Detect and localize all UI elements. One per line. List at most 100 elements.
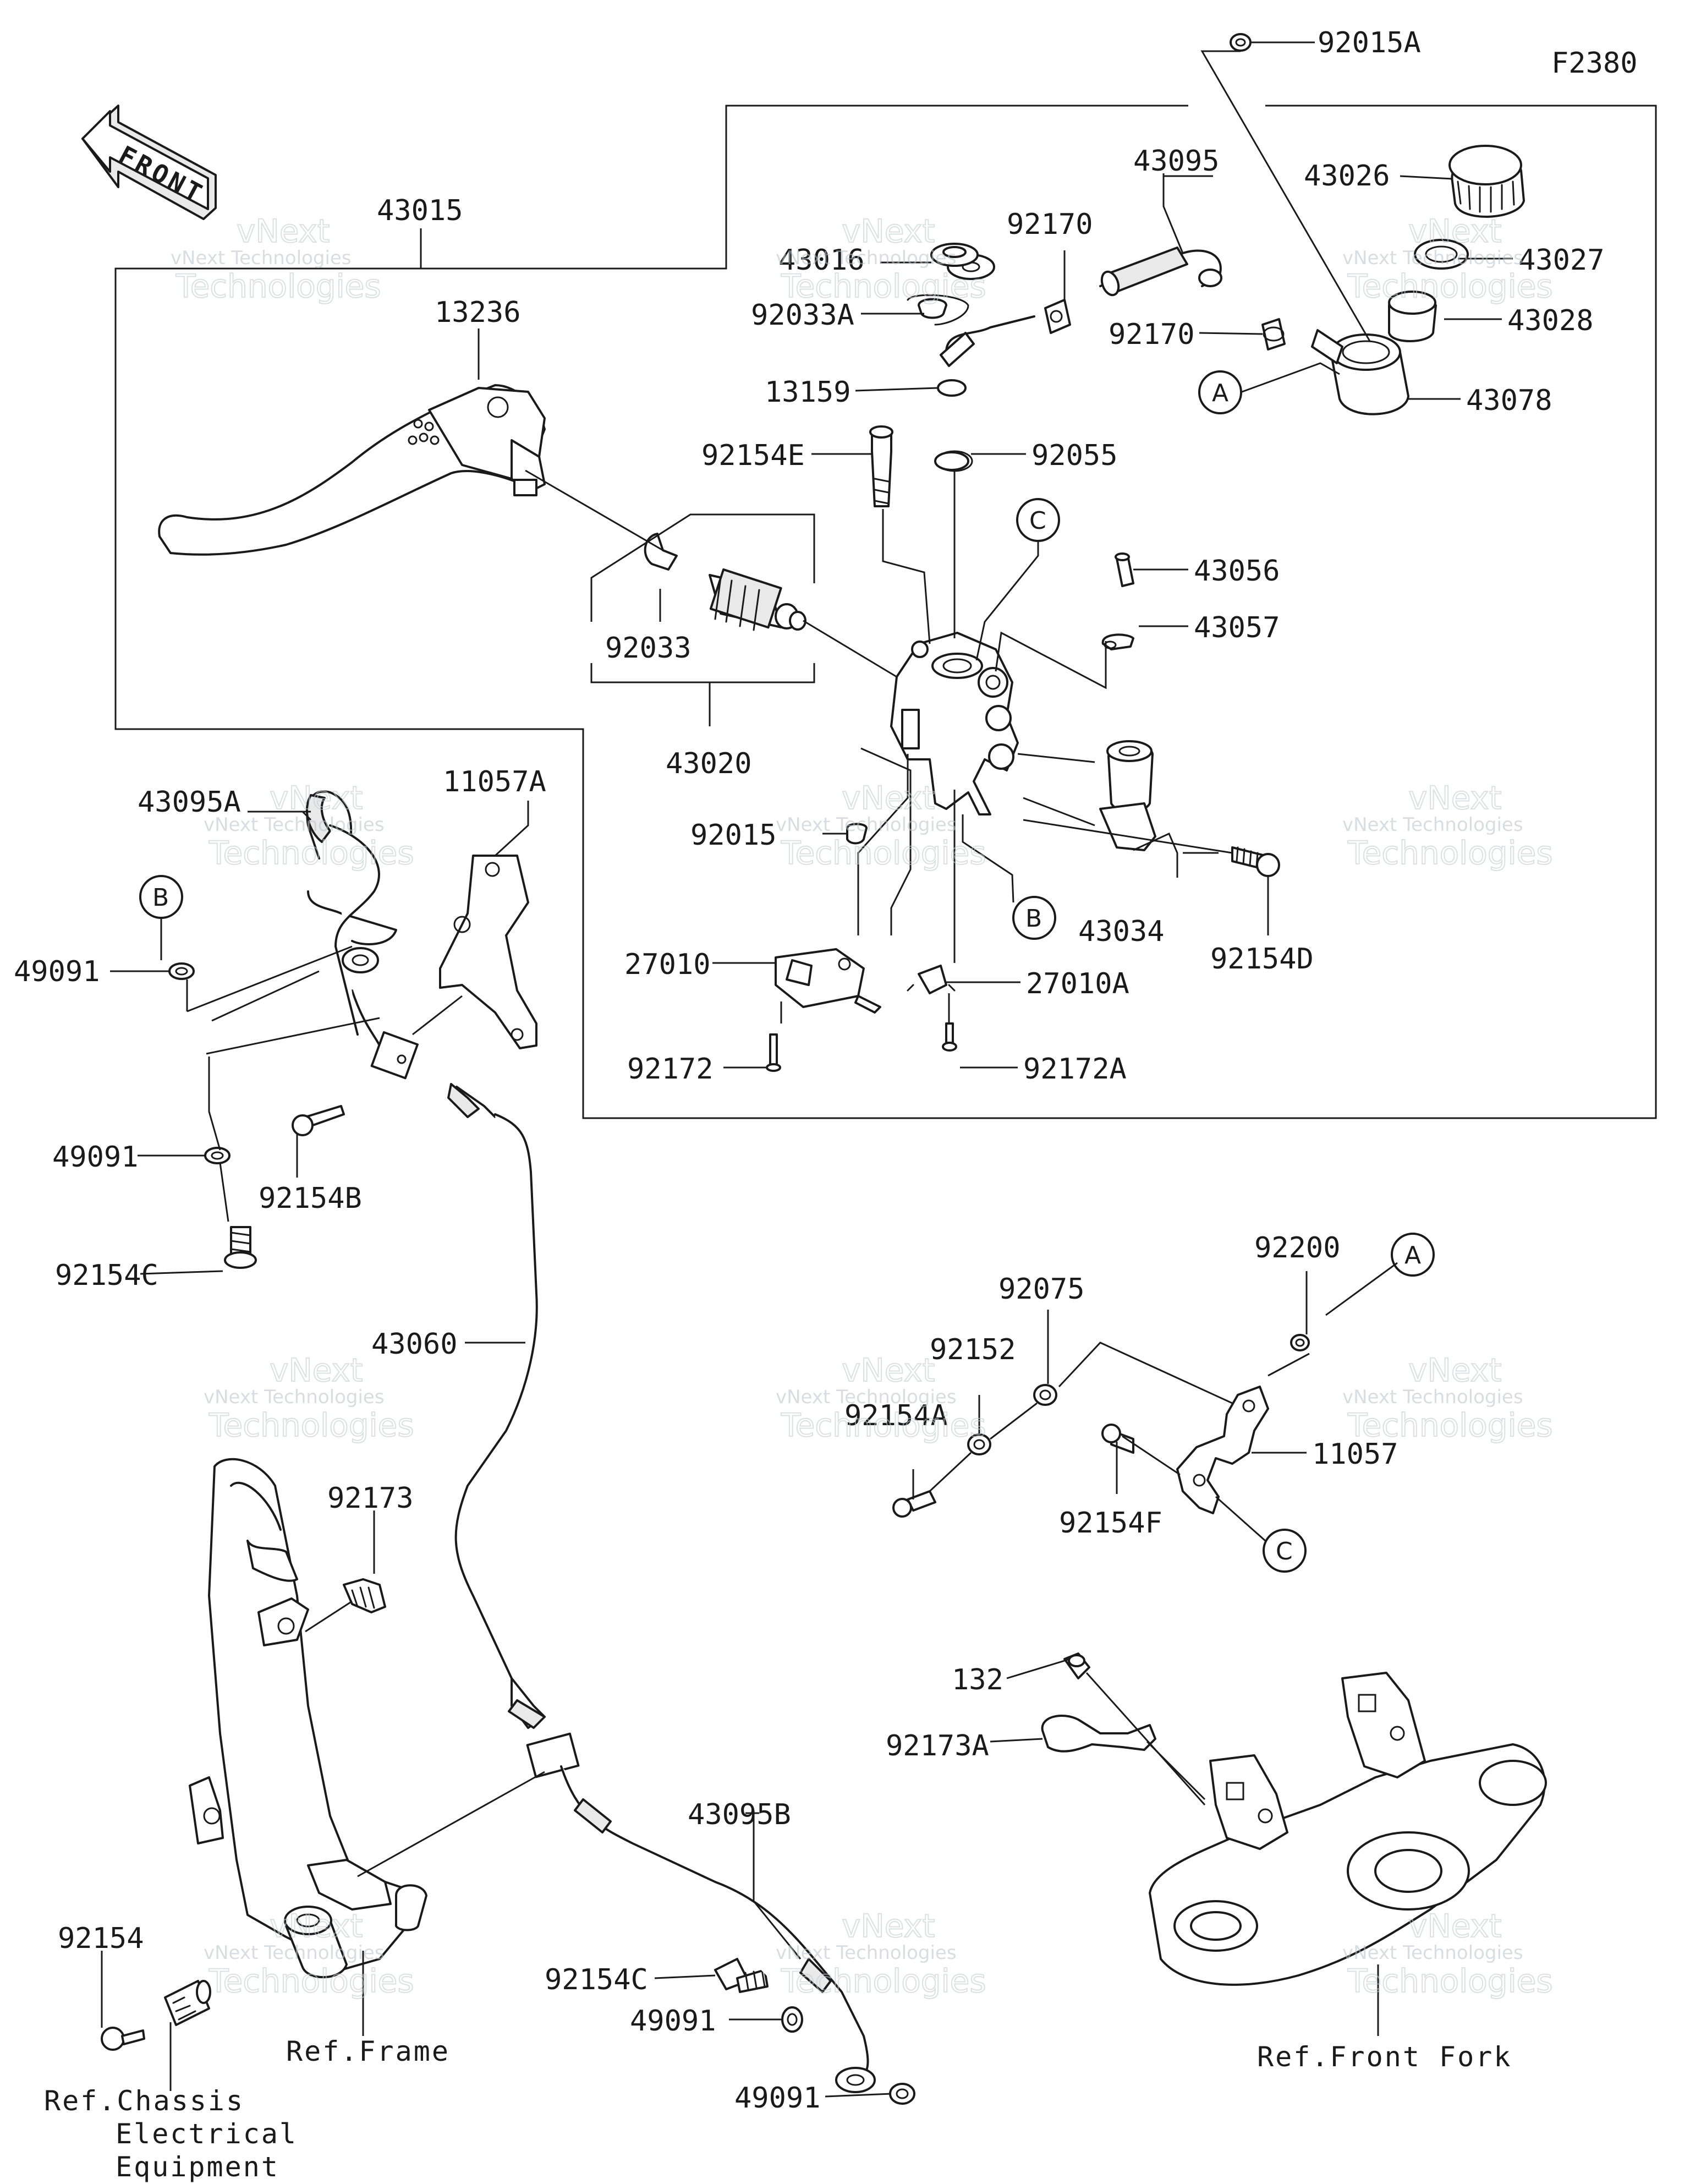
part-labels: 92015A 43015 43095 43026 43016 92170 430… xyxy=(14,26,1605,2115)
label-92172: 92172 xyxy=(627,1053,714,1086)
hose-clamps xyxy=(1044,299,1286,351)
svg-text:vNext: vNext xyxy=(237,212,330,250)
washers-49091 xyxy=(168,962,915,2105)
svg-text:Technologies: Technologies xyxy=(1347,267,1553,305)
callout-a-top: A xyxy=(1198,370,1242,414)
svg-text:vNext: vNext xyxy=(842,1351,935,1389)
svg-text:A: A xyxy=(1212,379,1228,407)
ref-electrical: Electrical xyxy=(116,2118,298,2150)
master-cylinder-bolts xyxy=(869,425,1134,650)
bracket-11057A xyxy=(439,855,537,1049)
label-92154C: 92154C xyxy=(55,1259,158,1292)
callout-a-right: A xyxy=(1391,1233,1435,1277)
electrical-connector xyxy=(101,1980,211,2051)
front-fork-triple-clamp xyxy=(1149,1672,1547,1986)
callout-c-top: C xyxy=(1016,498,1060,542)
svg-text:vNext Technologies: vNext Technologies xyxy=(1342,247,1523,269)
callout-b-left: B xyxy=(139,875,183,919)
ref-front-fork: Ref.Front Fork xyxy=(1257,2041,1512,2073)
ref-chassis: Ref.Chassis xyxy=(44,2085,244,2117)
label-43095: 43095 xyxy=(1133,145,1220,178)
upper-hose-43095A xyxy=(306,790,419,1080)
ref-equipment: Equipment xyxy=(116,2151,279,2183)
label-92154D: 92154D xyxy=(1210,943,1314,976)
label-43095A: 43095A xyxy=(138,786,241,819)
label-92015: 92015 xyxy=(690,819,777,852)
svg-text:vNext: vNext xyxy=(842,1907,935,1945)
label-92154C-bottom: 92154C xyxy=(545,1963,648,1996)
piston-assembly xyxy=(644,533,806,631)
watermarks: vNext vNext Technologies Technologies vN… xyxy=(171,212,1554,2000)
svg-text:Technologies: Technologies xyxy=(781,267,986,305)
svg-text:B: B xyxy=(1025,905,1042,933)
svg-text:Technologies: Technologies xyxy=(1347,1406,1553,1444)
label-27010: 27010 xyxy=(624,948,711,981)
svg-text:C: C xyxy=(1029,507,1046,535)
bracket-11057 xyxy=(892,1334,1310,1518)
label-49091-b: 49091 xyxy=(52,1141,139,1174)
label-92015A: 92015A xyxy=(1318,26,1421,59)
svg-text:C: C xyxy=(1276,1537,1293,1566)
label-43028: 43028 xyxy=(1507,304,1594,337)
label-92154F: 92154F xyxy=(1059,1507,1162,1540)
svg-text:B: B xyxy=(152,884,169,912)
label-11057A: 11057A xyxy=(443,765,546,798)
label-49091-c: 49091 xyxy=(630,2005,716,2038)
svg-text:Technologies: Technologies xyxy=(1347,834,1553,872)
svg-text:A: A xyxy=(1404,1241,1421,1269)
label-92154A: 92154A xyxy=(844,1399,948,1432)
svg-text:vNext Technologies: vNext Technologies xyxy=(1342,814,1523,836)
handlebar-clamp xyxy=(1099,740,1280,877)
label-92154B: 92154B xyxy=(259,1182,362,1215)
label-43016: 43016 xyxy=(778,244,865,277)
label-43095B: 43095B xyxy=(688,1798,791,1831)
main-hose-43060 xyxy=(447,1083,876,2093)
svg-text:vNext Technologies: vNext Technologies xyxy=(1342,1942,1523,1964)
svg-text:Technologies: Technologies xyxy=(781,834,986,872)
svg-text:vNext: vNext xyxy=(1408,1351,1501,1389)
label-92170-top: 92170 xyxy=(1007,208,1093,241)
svg-text:vNext: vNext xyxy=(270,779,363,817)
label-43060: 43060 xyxy=(371,1328,458,1361)
label-92055: 92055 xyxy=(1031,439,1118,472)
reservoir-hose xyxy=(918,247,1222,472)
svg-text:vNext: vNext xyxy=(1408,1907,1501,1945)
group-frame-master-cylinder xyxy=(114,105,1657,1119)
svg-text:Technologies: Technologies xyxy=(208,1406,414,1444)
clutch-lever xyxy=(158,384,546,556)
svg-text:Technologies: Technologies xyxy=(175,267,381,305)
svg-text:vNext Technologies: vNext Technologies xyxy=(776,247,957,269)
label-43015: 43015 xyxy=(377,194,463,227)
callout-b-mid: B xyxy=(1012,896,1056,940)
label-92154: 92154 xyxy=(58,1922,144,1955)
svg-text:Technologies: Technologies xyxy=(781,1962,986,2000)
label-43034: 43034 xyxy=(1078,915,1165,948)
svg-text:vNext Technologies: vNext Technologies xyxy=(204,814,385,836)
label-92200: 92200 xyxy=(1254,1231,1341,1265)
label-27010A: 27010A xyxy=(1026,967,1129,1000)
label-92033A: 92033A xyxy=(751,299,854,332)
clutch-switch xyxy=(775,948,956,1014)
front-arrow-icon: FRONT xyxy=(81,105,217,220)
label-43057: 43057 xyxy=(1194,611,1280,644)
label-43027: 43027 xyxy=(1518,244,1605,277)
svg-text:vNext: vNext xyxy=(270,1351,363,1389)
label-43078: 43078 xyxy=(1466,384,1552,417)
label-43056: 43056 xyxy=(1194,555,1280,588)
svg-text:vNext: vNext xyxy=(1408,212,1501,250)
svg-text:Technologies: Technologies xyxy=(208,1962,414,2000)
label-49091-d: 49091 xyxy=(734,2082,821,2115)
svg-text:Technologies: Technologies xyxy=(1347,1962,1553,2000)
svg-text:Technologies: Technologies xyxy=(781,1406,986,1444)
banjo-bolts xyxy=(224,1105,769,1993)
svg-text:vNext Technologies: vNext Technologies xyxy=(204,1386,385,1408)
frame-reference-part xyxy=(189,1458,427,1979)
callout-c-right: C xyxy=(1263,1529,1307,1573)
label-43026: 43026 xyxy=(1304,160,1390,193)
hose-clamp-92173 xyxy=(343,1578,386,1613)
clamp-92173A xyxy=(1041,1652,1156,1753)
label-49091-a: 49091 xyxy=(14,955,100,988)
ref-frame: Ref.Frame xyxy=(286,2035,450,2067)
small-fasteners xyxy=(766,33,1252,1072)
